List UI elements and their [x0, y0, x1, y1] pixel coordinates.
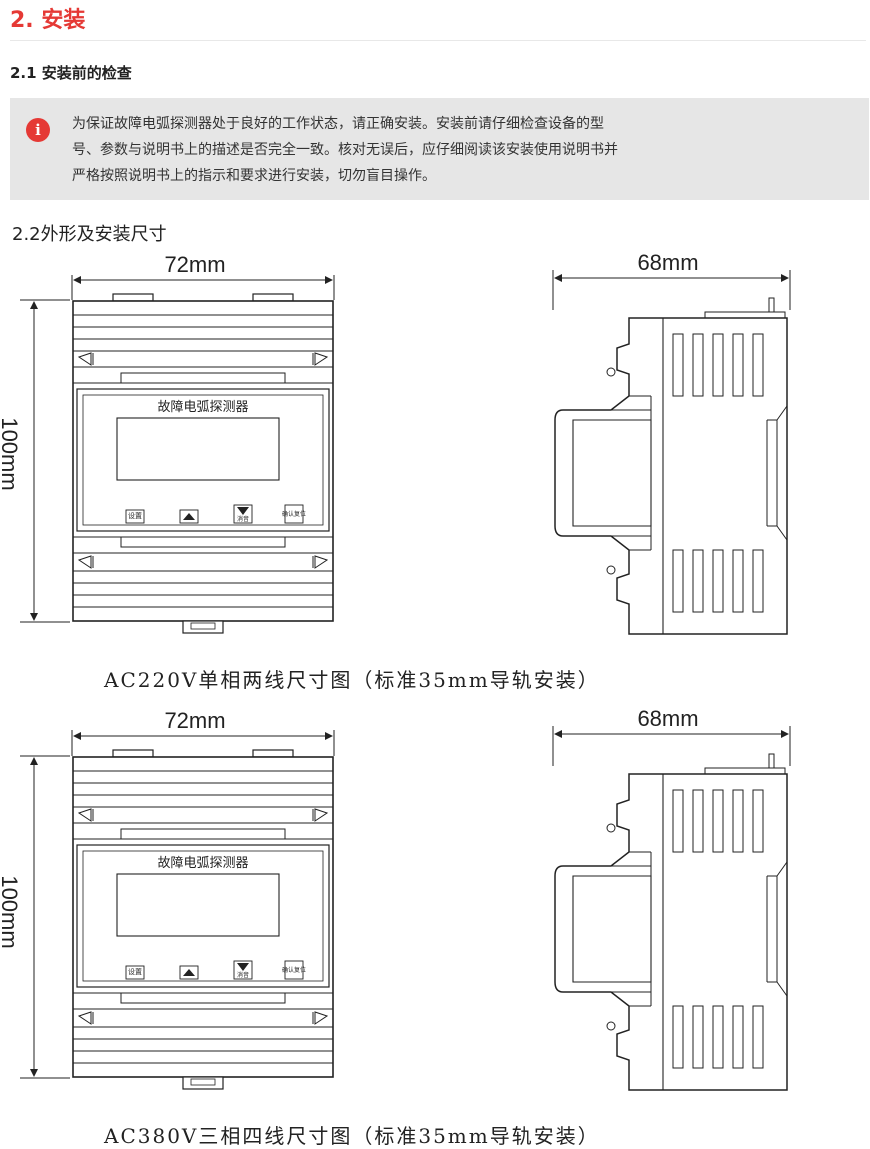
notice-line-1: 为保证故障电弧探测器处于良好的工作状态，请正确安装。安装前请仔细检查设备的型 — [72, 116, 604, 132]
depth-label-2: 68mm — [637, 706, 698, 731]
section-divider — [10, 40, 866, 41]
side-view-2: 68mm — [552, 706, 791, 1091]
side-view-1: 68mm — [552, 250, 791, 635]
button-label-reset-2: 确认复位 — [282, 966, 306, 974]
front-view-1: 72mm 100mm 故障电弧探测器 设置 消音 确认复位 — [0, 252, 335, 634]
button-label-mute-2: 消音 — [237, 971, 249, 979]
notice-line-2: 号、参数与说明书上的描述是否完全一致。核对无误后，应仔细阅读该安装使用说明书并 — [72, 142, 618, 158]
width-label-2: 72mm — [164, 708, 225, 733]
device-name-2: 故障电弧探测器 — [157, 855, 248, 870]
subsection-dims-title: 2.2外形及安装尺寸 — [12, 224, 167, 245]
info-icon: i — [26, 118, 50, 142]
subsection-check-title: 2.1 安装前的检查 — [10, 64, 132, 82]
height-label-2: 100mm — [0, 875, 22, 948]
button-label-set-2: 设置 — [128, 967, 142, 976]
width-label-1: 72mm — [164, 252, 225, 277]
notice-box — [10, 98, 869, 200]
section-title: 2. 安装 — [10, 8, 86, 33]
notice-line-3: 严格按照说明书上的指示和要求进行安装，切勿盲目操作。 — [72, 168, 436, 184]
depth-label-1: 68mm — [637, 250, 698, 275]
device-name-1: 故障电弧探测器 — [157, 399, 248, 414]
height-label-1: 100mm — [0, 417, 22, 490]
button-label-reset-1: 确认复位 — [282, 510, 306, 518]
figure-caption-1: AC220V单相两线尺寸图（标准35mm导轨安装） — [104, 668, 600, 692]
button-label-set-1: 设置 — [128, 511, 142, 520]
front-view-2: 72mm 100mm 故障电弧探测器 设置 消音 确认复位 — [0, 708, 335, 1090]
button-label-mute-1: 消音 — [237, 515, 249, 523]
figure-caption-2: AC380V三相四线尺寸图（标准35mm导轨安装） — [104, 1124, 600, 1148]
